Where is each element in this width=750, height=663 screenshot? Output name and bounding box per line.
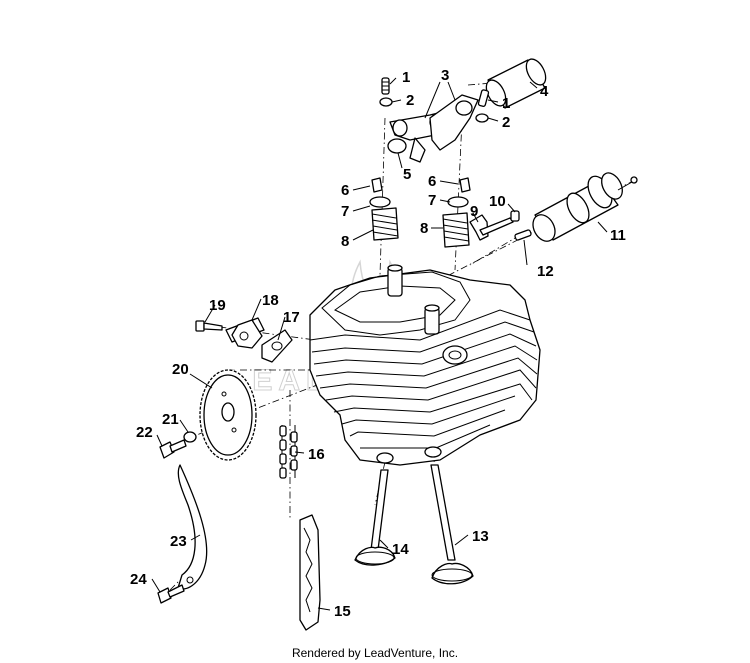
callout-1: 1 <box>502 95 510 112</box>
callout-18: 18 <box>262 292 279 309</box>
callout-15: 15 <box>334 603 351 620</box>
callout-10: 10 <box>489 193 506 210</box>
callout-7: 7 <box>428 192 436 209</box>
callout-9: 9 <box>470 203 478 220</box>
callout-23: 23 <box>170 533 187 550</box>
part-3-rocker-arms <box>389 94 479 163</box>
callout-19: 19 <box>209 297 226 314</box>
callout-6: 6 <box>428 173 436 190</box>
part-16-timing-chain <box>279 425 298 479</box>
callout-13: 13 <box>472 528 489 545</box>
part-15-chain-guide <box>299 514 321 631</box>
part-14-valve <box>354 469 396 566</box>
callout-12: 12 <box>537 263 554 280</box>
callout-8: 8 <box>420 220 428 237</box>
callout-24: 24 <box>130 571 147 588</box>
callout-14: 14 <box>392 541 409 558</box>
part-6-7-keepers-retainers <box>369 177 471 208</box>
callout-5: 5 <box>403 166 411 183</box>
part-24-bolt <box>157 584 185 604</box>
part-12-pin <box>514 229 532 241</box>
callout-4: 4 <box>540 83 549 100</box>
callout-1: 1 <box>402 69 410 86</box>
callout-22: 22 <box>136 424 153 441</box>
part-19-bolt <box>195 320 223 332</box>
part-13-valve <box>430 464 474 585</box>
cylinder-head-assembly <box>309 264 541 466</box>
callout-16: 16 <box>308 446 325 463</box>
part-11-camshaft <box>532 172 638 242</box>
callout-7: 7 <box>341 203 349 220</box>
part-21-washer <box>183 431 197 443</box>
part-5-washer <box>387 138 407 154</box>
callout-8: 8 <box>341 233 349 250</box>
callout-11: 11 <box>610 227 626 244</box>
part-18-tensioner <box>225 317 265 349</box>
callout-6: 6 <box>341 182 349 199</box>
callout-3: 3 <box>441 67 449 84</box>
callout-17: 17 <box>283 309 300 326</box>
part-1-2-adjusters <box>379 77 490 123</box>
callout-21: 21 <box>162 411 179 428</box>
callout-labels: 1 1 2 2 3 4 5 6 6 7 7 8 8 9 10 11 12 13 … <box>130 67 626 620</box>
footer-credit: Rendered by LeadVenture, Inc. <box>291 646 459 660</box>
part-20-sprocket <box>199 369 257 461</box>
part-17-gasket <box>261 329 293 363</box>
part-10-pin <box>479 210 520 236</box>
part-4-sleeve <box>485 58 547 109</box>
part-22-bolt <box>159 439 187 459</box>
leader-lines <box>151 77 608 611</box>
part-23-chain-guide <box>177 464 208 590</box>
callout-2: 2 <box>406 92 414 109</box>
part-8-valve-springs <box>371 207 470 248</box>
callout-20: 20 <box>172 361 189 378</box>
callout-2: 2 <box>502 114 510 131</box>
